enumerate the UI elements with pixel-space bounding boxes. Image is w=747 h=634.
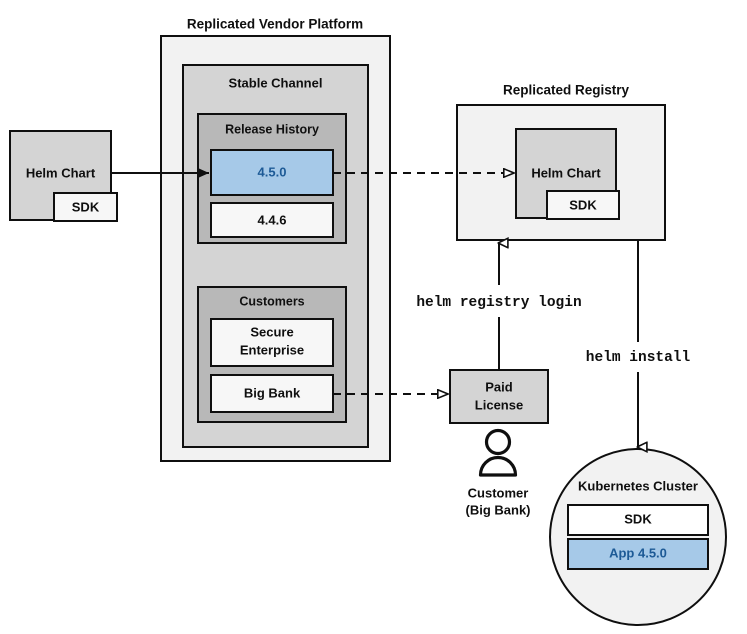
cluster-item-sdk-label: SDK xyxy=(624,511,652,526)
cluster-item-app-box xyxy=(567,538,709,570)
customer-actor-label-line1: Customer xyxy=(468,485,529,500)
customers-label: Customers xyxy=(239,294,304,308)
cluster-item-sdk-box xyxy=(567,504,709,536)
paid-license-label-line2: License xyxy=(475,397,523,412)
cluster-item-app-label: App 4.5.0 xyxy=(609,545,667,560)
customer-big-bank-label: Big Bank xyxy=(244,385,301,400)
release-item-4-5-0-box[interactable] xyxy=(210,149,334,196)
registry-helm-chart-label: Helm Chart xyxy=(531,165,601,180)
command-helm-registry-login: helm registry login xyxy=(416,295,581,311)
registry-sdk-label: SDK xyxy=(569,197,597,212)
customer-secure-enterprise-label-line1: Secure xyxy=(250,324,293,339)
helm-chart-source-sdk-label: SDK xyxy=(72,199,100,214)
release-item-4-5-0-label: 4.5.0 xyxy=(258,164,287,179)
customer-big-bank-box[interactable] xyxy=(210,374,334,413)
vendor-platform-title: Replicated Vendor Platform xyxy=(187,17,363,32)
helm-chart-source-group: Helm Chart SDK xyxy=(9,130,118,222)
helm-chart-source-label: Helm Chart xyxy=(26,165,96,180)
stable-channel-label: Stable Channel xyxy=(229,75,323,90)
paid-license-label-line1: Paid xyxy=(485,379,513,394)
customer-actor-icon xyxy=(478,428,518,477)
registry-sdk-box xyxy=(546,190,620,220)
command-helm-install: helm install xyxy=(586,350,691,366)
helm-chart-source-sdk-box xyxy=(53,192,118,222)
registry-title: Replicated Registry xyxy=(503,83,630,98)
release-item-4-4-6-box[interactable] xyxy=(210,202,334,238)
customer-secure-enterprise-box[interactable] xyxy=(210,318,334,367)
release-history-label: Release History xyxy=(225,122,319,136)
customer-actor-label-line2: (Big Bank) xyxy=(466,502,531,517)
release-item-4-4-6-label: 4.4.6 xyxy=(258,212,287,227)
kubernetes-cluster-circle xyxy=(549,448,727,626)
kubernetes-cluster-label: Kubernetes Cluster xyxy=(578,478,698,493)
customer-secure-enterprise-label-line2: Enterprise xyxy=(240,342,304,357)
